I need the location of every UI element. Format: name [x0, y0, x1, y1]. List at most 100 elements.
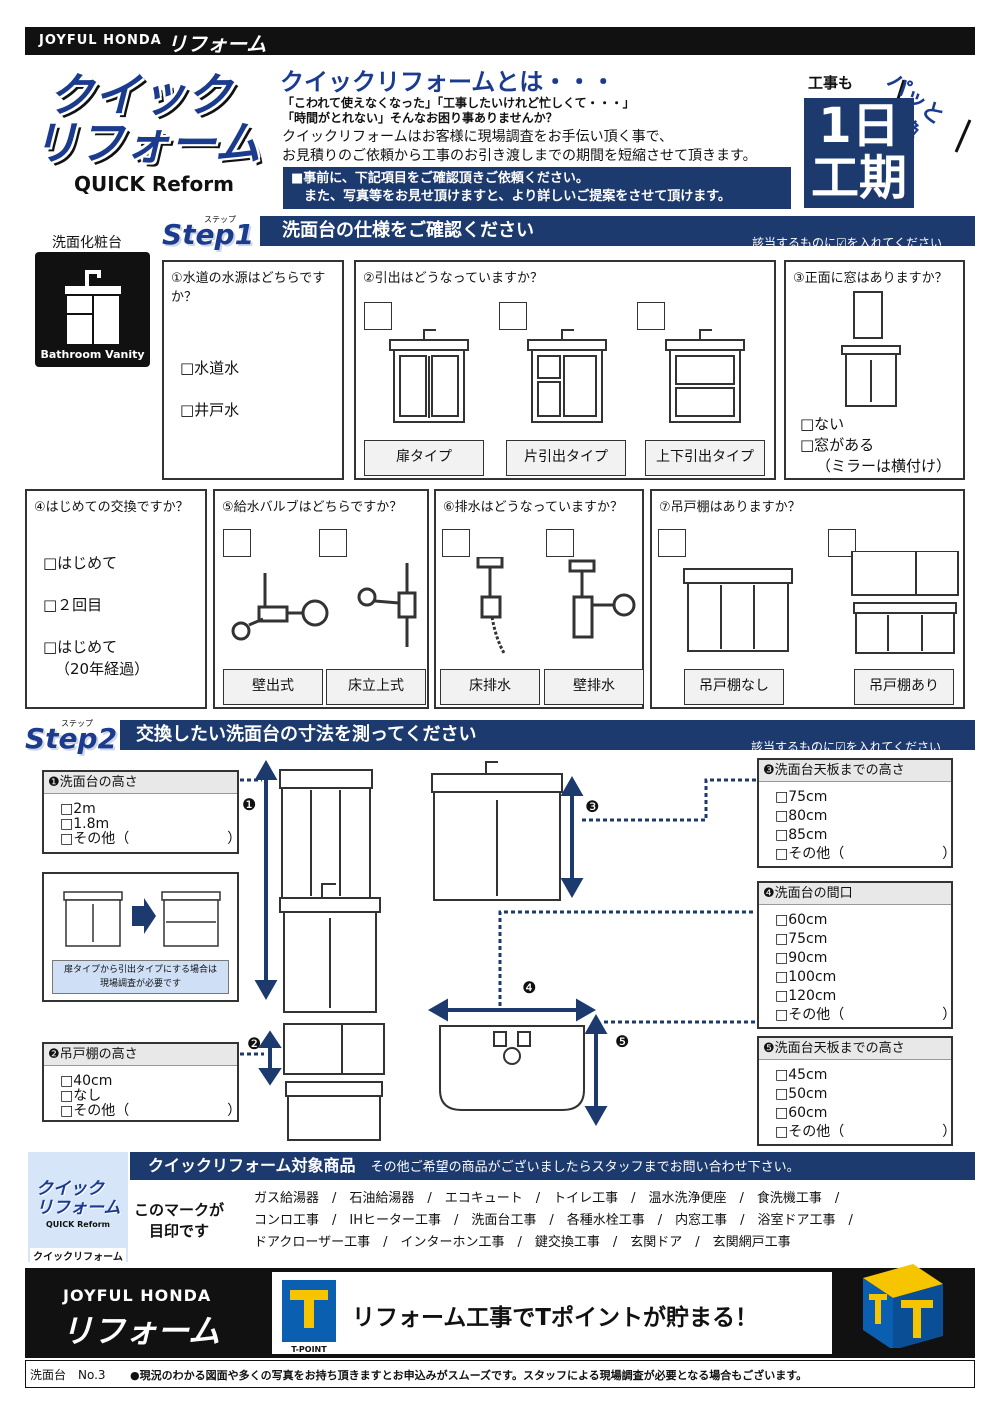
m4-option-60cm[interactable]: □60cm — [775, 912, 828, 928]
q7-title: ⑦吊戸棚はありますか？ — [659, 500, 801, 515]
m4-option-120cm[interactable]: □120cm — [775, 988, 837, 1004]
badge-day1: 1日 — [818, 98, 900, 154]
q3-option-note: （ミラーは横付け） — [816, 457, 952, 475]
marker-3: ❸ — [585, 797, 600, 816]
m5-option-45cm[interactable]: □45cm — [775, 1067, 828, 1083]
m1-option-1-8m[interactable]: □1.8m — [60, 816, 110, 832]
mark-logo-line1: クイック — [36, 1179, 104, 1199]
q6-title: ⑥排水はどうなっていますか？ — [443, 500, 624, 515]
m5-countertop-height-box: ❺洗面台天板までの高さ □45cm □50cm □60cm □その他（ ） — [757, 1036, 957, 1146]
m1-vanity-height-box: ❶洗面台の高さ □2m □1.8m □その他（ ） — [42, 770, 242, 854]
step1-hint: 該当するものに☑を入れてください — [752, 236, 943, 250]
m1-option-2m[interactable]: □2m — [60, 801, 96, 817]
top-brand-bar: JOYFUL HONDA リフォーム — [25, 27, 975, 56]
m3-option-85cm[interactable]: □85cm — [775, 827, 828, 843]
q5-valve-box: ⑤給水バルブはどちらですか？ 壁出式 床立上式 — [213, 489, 429, 709]
step2-header: 交換したい洗面台の寸法を測ってください ステップ Step2 該当するものに☑を… — [25, 718, 975, 756]
banner-brand-jp: リフォーム — [61, 1312, 221, 1350]
q5-title: ⑤給水バルブはどちらですか？ — [222, 500, 403, 515]
q7-label-present: 吊戸棚あり — [854, 669, 954, 705]
intro-quotes: 「こわれて使えなくなった」「工事したいけれど忙しくて・・・」 「時間がとれない」… — [282, 96, 635, 126]
m4-option-75cm[interactable]: □75cm — [775, 931, 828, 947]
products-list: ガス給湯器 / 石油給湯器 / エコキュート / トイレ工事 / 温水洗浄便座 … — [254, 1188, 853, 1254]
intro-quote1: 「こわれて使えなくなった」「工事したいけれど忙しくて・・・」 — [282, 96, 635, 110]
mark-logo-en: QUICK Reform — [46, 1220, 110, 1229]
q4-first-exchange-box: ④はじめての交換ですか？ □はじめて □２回目 □はじめて （20年経過） — [25, 489, 207, 709]
mark-caption: クイックリフォーム — [30, 1248, 126, 1263]
tpoint-t-stem — [304, 1300, 314, 1328]
tpoint-label: T-POINT — [291, 1345, 327, 1354]
step1-word: Step1 — [162, 218, 255, 251]
m5-option-other[interactable]: □その他（ ） — [775, 1124, 957, 1140]
m1-option-other[interactable]: □その他（ ） — [60, 831, 242, 847]
intro-quote2: 「時間がとれない」そんなお困り事ありませんか？ — [282, 111, 558, 125]
m4-option-90cm[interactable]: □90cm — [775, 950, 828, 966]
m3-title: ❸洗面台天板までの高さ — [759, 760, 951, 782]
q1-option-well-water[interactable]: □井戸水 — [180, 401, 240, 419]
q6-drain-box: ⑥排水はどうなっていますか？ 床排水 壁排水 — [434, 489, 644, 709]
brand-jp: リフォーム — [167, 32, 267, 56]
q4-option-first-20y[interactable]: □はじめて — [43, 638, 118, 656]
q3-option-window[interactable]: □窓がある — [800, 436, 875, 454]
q6-checkbox-floor[interactable] — [442, 529, 470, 557]
mark-message2: 目印です — [149, 1222, 210, 1240]
m1-title: ❶洗面台の高さ — [44, 772, 237, 794]
step2-word: Step2 — [25, 722, 118, 755]
q5-label-wall: 壁出式 — [223, 669, 323, 705]
m5-option-50cm[interactable]: □50cm — [775, 1086, 828, 1102]
m2-option-40cm[interactable]: □40cm — [60, 1073, 113, 1089]
q6-checkbox-wall[interactable] — [546, 529, 574, 557]
marker-1: ❶ — [242, 795, 257, 814]
q4-title: ④はじめての交換ですか？ — [34, 500, 189, 515]
logo-line3: QUICK Reform — [74, 172, 234, 196]
q4-option-second[interactable]: □２回目 — [43, 596, 103, 614]
tpoint-logo: T-POINT — [282, 1280, 336, 1354]
step1-header: 洗面台の仕様をご確認ください ステップ Step1 該当するものに☑を入れてくだ… — [160, 214, 975, 251]
q5-checkbox-floor[interactable] — [319, 529, 347, 557]
products-row3: ドアクローザー工事 / インターホン工事 / 鍵交換工事 / 玄関ドア / 玄関… — [254, 1235, 791, 1250]
step2-hint: 該当するものに☑を入れてください — [751, 740, 942, 754]
conversion-note-line1: 扉タイプから引出タイプにする場合は — [63, 965, 218, 975]
m3-option-other[interactable]: □その他（ ） — [775, 846, 957, 862]
q2-checkbox-full-drawer[interactable] — [637, 302, 665, 330]
m2-option-none[interactable]: □なし — [60, 1088, 102, 1104]
intro-description: クイックリフォームはお客様に現場調査をお手伝い頂く事で、 お見積りのご依頼から工… — [282, 128, 757, 166]
q2-label-half-drawer: 片引出タイプ — [506, 440, 626, 476]
conversion-note-box: 扉タイプから引出タイプにする場合は 現場調査が必要です — [42, 872, 239, 1002]
step1-title: 洗面台の仕様をご確認ください — [282, 220, 534, 241]
products-row1: ガス給湯器 / 石油給湯器 / エコキュート / トイレ工事 / 温水洗浄便座 … — [254, 1191, 840, 1206]
q5-valve-illustrations — [231, 563, 417, 647]
footer-doc-id: 洗面台 No.3 — [30, 1368, 106, 1382]
q4-option-first[interactable]: □はじめて — [43, 554, 118, 572]
q2-vanity-illustrations — [389, 329, 745, 423]
q2-checkbox-half-drawer[interactable] — [499, 302, 527, 330]
q4-option-note: （20年経過） — [55, 660, 150, 678]
m2-option-other[interactable]: □その他（ ） — [60, 1103, 242, 1119]
step2-bar: 交換したい洗面台の寸法を測ってください — [120, 720, 975, 750]
q1-title: ①水道の水源はどちらですか？ — [171, 271, 326, 305]
q2-checkbox-door[interactable] — [364, 302, 392, 330]
m3-option-80cm[interactable]: □80cm — [775, 808, 828, 824]
m4-option-other[interactable]: □その他（ ） — [775, 1007, 957, 1023]
logo-line2: リフォーム — [32, 116, 261, 170]
m4-option-100cm[interactable]: □100cm — [775, 969, 837, 985]
q5-checkbox-wall[interactable] — [223, 529, 251, 557]
m5-option-60cm[interactable]: □60cm — [775, 1105, 828, 1121]
q6-label-floor: 床排水 — [440, 669, 540, 705]
m3-option-75cm[interactable]: □75cm — [775, 789, 828, 805]
tpoint-cube-icon — [863, 1264, 943, 1348]
tpoint-t-bar — [290, 1290, 328, 1300]
step2-title: 交換したい洗面台の寸法を測ってください — [136, 724, 477, 745]
q1-option-tap-water[interactable]: □水道水 — [180, 359, 240, 377]
intro-desc1: クイックリフォームはお客様に現場調査をお手伝い頂く事で、 — [282, 129, 674, 145]
marker-4: ❹ — [522, 978, 537, 997]
q7-checkbox-none[interactable] — [658, 529, 686, 557]
m5-title: ❺洗面台天板までの高さ — [759, 1038, 951, 1060]
q7-wall-cabinet-box: ⑦吊戸棚はありますか？ 吊戸棚なし 吊戸棚あり — [650, 489, 965, 709]
q5-label-floor: 床立上式 — [326, 669, 426, 705]
q3-option-none[interactable]: □ない — [800, 415, 845, 433]
category-label: 洗面化粧台 — [52, 235, 122, 251]
m4-title: ❹洗面台の間口 — [759, 883, 951, 905]
tpoint-banner: JOYFUL HONDA リフォーム T-POINT リフォーム工事でTポイント… — [25, 1264, 975, 1358]
footer-note: ●現況のわかる図面や多くの写真をお持ち頂きますとお申込みがスムーズです。スタッフ… — [130, 1369, 808, 1382]
